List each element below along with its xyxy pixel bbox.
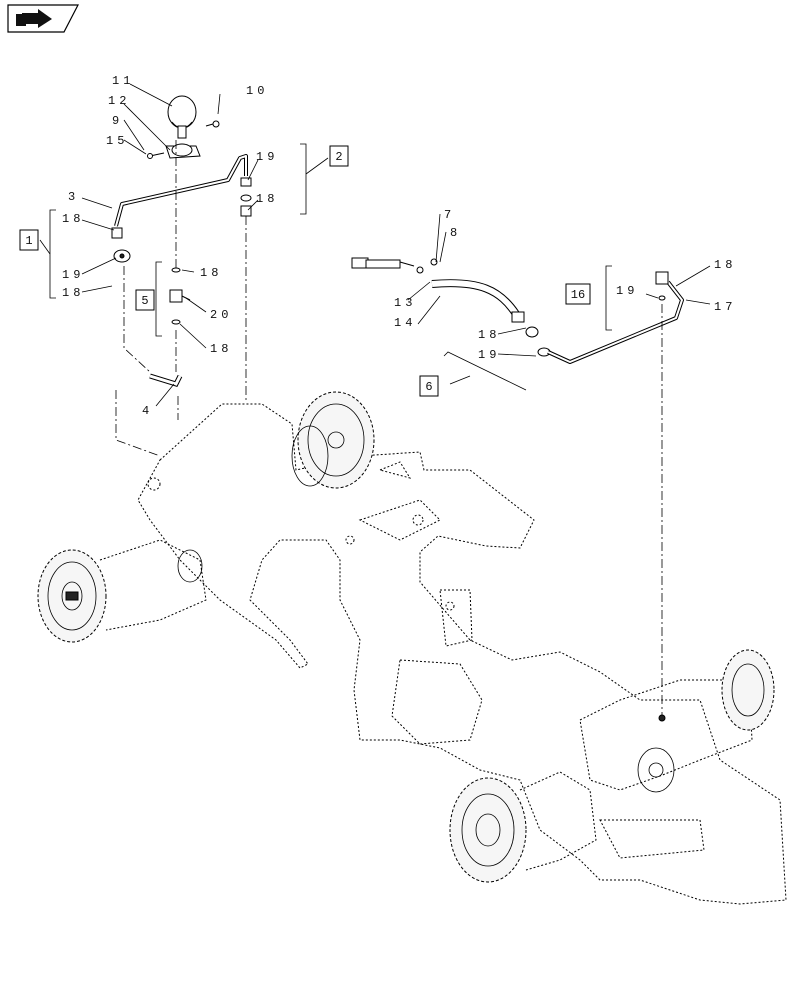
callout-c15: 15: [106, 134, 128, 148]
ref-box-label: 6: [425, 380, 432, 394]
elbow-fitting-part: [655, 271, 669, 301]
callout-c18f: 18: [478, 328, 500, 342]
clamp-bracket-part: [165, 143, 201, 159]
callout-c18c: 18: [256, 192, 278, 206]
wheel-hub-front-left: [37, 539, 207, 643]
callout-c18d: 18: [200, 266, 222, 280]
bolt-9-part: [147, 152, 165, 159]
leader-lines: [81, 83, 711, 407]
ref-box-b2[interactable]: 2: [329, 145, 349, 167]
callout-c19d: 19: [616, 284, 638, 298]
bracket-1: [39, 209, 56, 299]
callout-c17: 17: [714, 300, 736, 314]
ref-box-b6[interactable]: 6: [419, 375, 439, 397]
callout-c13: 13: [394, 296, 416, 310]
reference-boxes: 1 2 5 6 16: [19, 145, 591, 397]
callout-c18g: 18: [714, 258, 736, 272]
callout-c18a: 18: [62, 212, 84, 226]
hose-end-fittings: [511, 311, 551, 357]
callout-c12: 12: [108, 94, 130, 108]
bracket-5: [155, 261, 162, 337]
bracket-2: [300, 143, 329, 215]
callout-c3: 3: [68, 190, 79, 204]
callout-c4: 4: [142, 404, 153, 418]
callout-c14: 14: [394, 316, 416, 330]
next-page-arrow-icon[interactable]: [7, 4, 79, 33]
ref-box-b16[interactable]: 16: [565, 283, 591, 305]
callout-c19a: 19: [62, 268, 84, 282]
ref-box-b1[interactable]: 1: [19, 229, 39, 251]
ref-box-label: 5: [141, 294, 148, 308]
callout-c20: 20: [210, 308, 232, 322]
fitting-right-part: [240, 177, 252, 217]
wheel-hub-lower-center: [449, 771, 597, 883]
ref-box-label: 2: [335, 150, 342, 164]
callout-labels: 11 10 12 9 15 3 18 19 18 19 18 18 20 18 4 7 8 13 14 18 19 19 1…: [62, 74, 736, 418]
callout-c10: 10: [246, 84, 268, 98]
ref-box-b5[interactable]: 5: [135, 289, 155, 311]
rear-axle-hub-right: [579, 649, 775, 793]
bracket-16: [605, 265, 612, 331]
accumulator-part: [167, 95, 197, 139]
fitting-18-part: [111, 227, 131, 263]
callout-c7: 7: [444, 208, 455, 222]
callout-c8: 8: [450, 226, 461, 240]
ref-box-label: 16: [571, 288, 585, 302]
callout-c9: 9: [112, 114, 123, 128]
rear-axle-hub-upper: [291, 391, 375, 489]
callout-c19b: 19: [256, 150, 278, 164]
hose-fitting-part: [351, 257, 438, 274]
callout-c18b: 18: [62, 286, 84, 300]
frame-chassis: [137, 403, 787, 905]
tee-fitting-part: [169, 267, 191, 325]
callout-c18e: 18: [210, 342, 232, 356]
callout-c19c: 19: [478, 348, 500, 362]
bracket-6: [443, 351, 527, 391]
screw-10-part: [205, 120, 220, 128]
callout-c11: 11: [112, 74, 134, 88]
ref-box-label: 1: [25, 234, 32, 248]
